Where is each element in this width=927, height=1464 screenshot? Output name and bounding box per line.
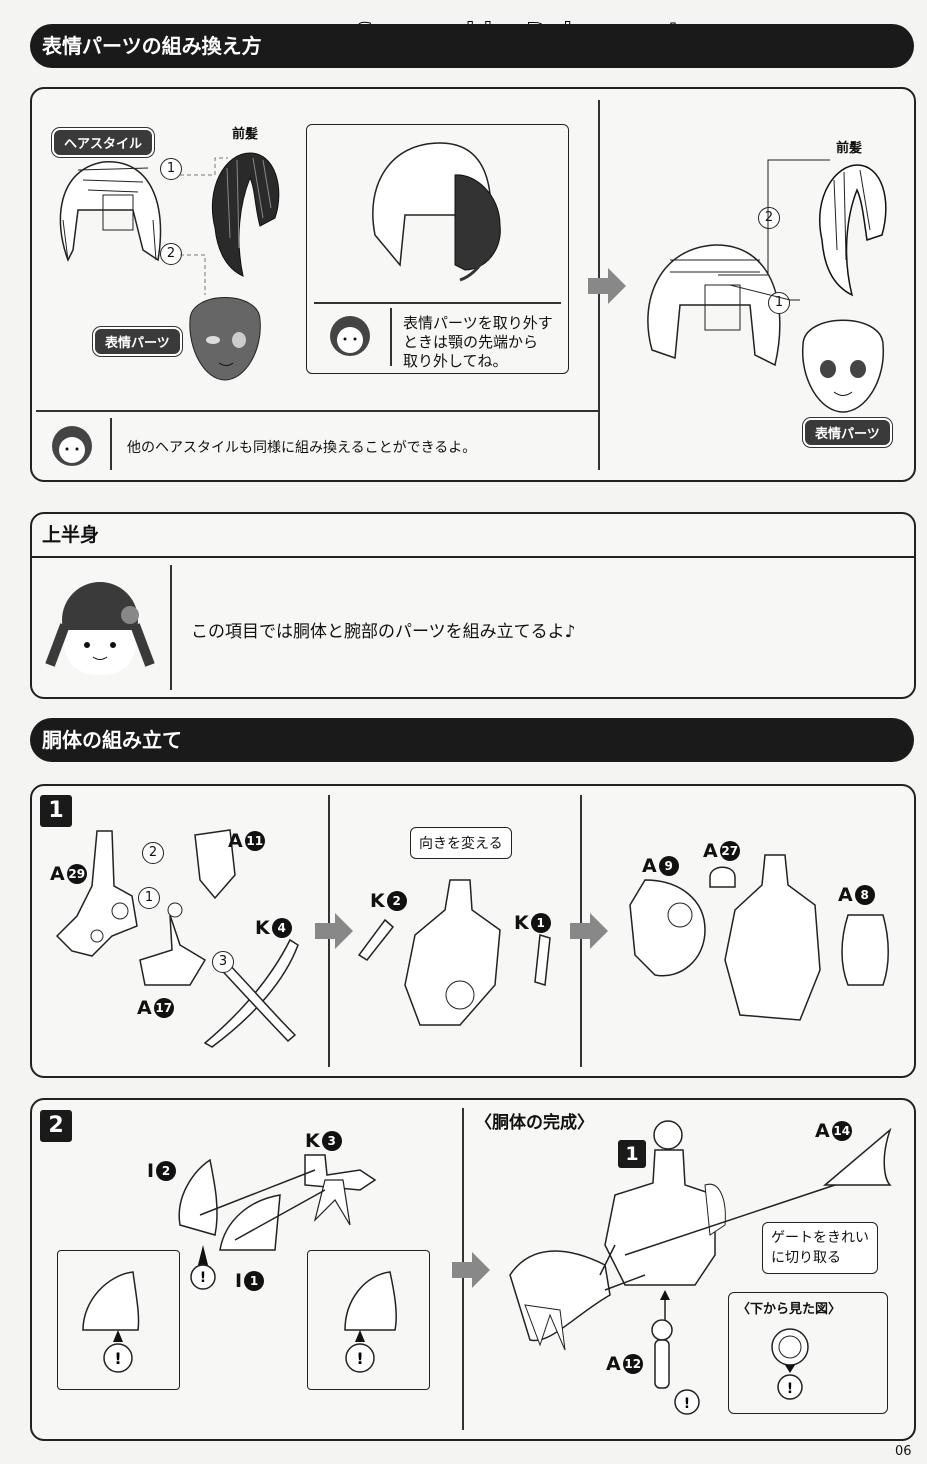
divider [390, 308, 392, 366]
section-header-expression: 表情パーツの組み換え方 [30, 24, 914, 68]
step-number: 2 [40, 1110, 72, 1142]
part-illustration [841, 914, 889, 986]
hairstyle-label: ヘアスタイル [52, 128, 155, 157]
tip-bottom-text: 他のヘアスタイルも同様に組み換えることができるよ。 [127, 440, 477, 456]
removal-illustration [372, 142, 501, 282]
detail-illustration: ! [82, 1271, 140, 1373]
face-illustration [802, 319, 884, 413]
mascot-avatar [330, 316, 370, 356]
stand-illustration [203, 938, 299, 1048]
section-header-torso: 胴体の組み立て [30, 718, 914, 762]
face-illustration [189, 297, 261, 381]
step-number: 1 [40, 795, 72, 827]
part-illustration [139, 902, 207, 986]
bottom-view-box [728, 1292, 888, 1414]
complete-title: 〈胴体の完成〉 [475, 1113, 594, 1133]
assembly-guidelines [718, 159, 830, 301]
upper-body-panel [30, 512, 916, 699]
divider [314, 302, 561, 304]
step-marker: 2 [142, 842, 164, 864]
part-illustration [357, 918, 395, 961]
divider [30, 556, 916, 558]
divider [110, 418, 112, 470]
step-marker: 2 [758, 207, 780, 229]
bangs-illustration [211, 152, 280, 277]
step-marker: 1 [160, 158, 182, 180]
upper-body-message: この項目では胴体と腕部のパーツを組み立てるよ♪ [191, 622, 576, 642]
svg-text:!: ! [684, 1396, 690, 1412]
bangs-illustration [819, 164, 887, 297]
gate-note-line: ゲートをきれい [771, 1230, 869, 1246]
face-label-left: 表情パーツ [93, 327, 182, 356]
flow-arrow [452, 1252, 490, 1288]
detail-illustration: ! [344, 1271, 397, 1373]
face-label-right: 表情パーツ [803, 418, 892, 447]
part-illustration [629, 879, 706, 977]
tip-text-line: 表情パーツを取り外す [403, 314, 553, 332]
flow-arrow [588, 268, 626, 304]
torso-frame-illustration [55, 830, 138, 957]
direction-callout: 向きを変える [410, 827, 512, 859]
part-illustration [709, 866, 736, 888]
hairstyle-illustration [59, 161, 162, 262]
divider [36, 410, 598, 412]
svg-text:!: ! [114, 1349, 121, 1368]
tip-text-line: 取り外してね。 [403, 352, 508, 370]
mascot-avatar [52, 426, 92, 466]
svg-text:!: ! [200, 1270, 206, 1286]
sub-step-number: 1 [618, 1140, 646, 1168]
flow-arrow [315, 913, 353, 949]
skirt-parts-illustration [178, 1154, 377, 1251]
warning-marker: ! [190, 1245, 216, 1290]
part-illustration [651, 1319, 673, 1389]
step-marker: 3 [212, 951, 234, 973]
bangs-label-right: 前髪 [836, 141, 863, 156]
warning-marker: ! [674, 1389, 700, 1415]
step-marker: 1 [138, 887, 160, 909]
gate-note-line: に切り取る [771, 1250, 841, 1266]
mascot-avatar [45, 582, 155, 675]
complete-torso-illustration [509, 1120, 892, 1351]
torso-illustration [404, 879, 501, 1026]
bottom-view-illustration: ! [771, 1328, 809, 1400]
tip-text-line: ときは顎の先端から [403, 333, 539, 351]
assembly-guidelines [180, 157, 228, 295]
flow-arrow [570, 913, 608, 949]
section-header-upper-body: 上半身 [42, 524, 100, 546]
part-illustration [534, 934, 551, 986]
bangs-label-left: 前髪 [232, 127, 259, 142]
bottom-view-title: 〈下から見た図〉 [737, 1302, 842, 1317]
part-illustration [194, 829, 236, 900]
svg-text:!: ! [787, 1381, 793, 1397]
gate-note-callout: ゲートをきれい に切り取る [762, 1222, 878, 1274]
step-marker: 2 [160, 243, 182, 265]
page-number: 06 [895, 1444, 912, 1459]
step-marker: 1 [768, 292, 790, 314]
divider [170, 565, 172, 690]
svg-text:!: ! [356, 1349, 363, 1368]
torso-illustration [724, 854, 821, 1021]
